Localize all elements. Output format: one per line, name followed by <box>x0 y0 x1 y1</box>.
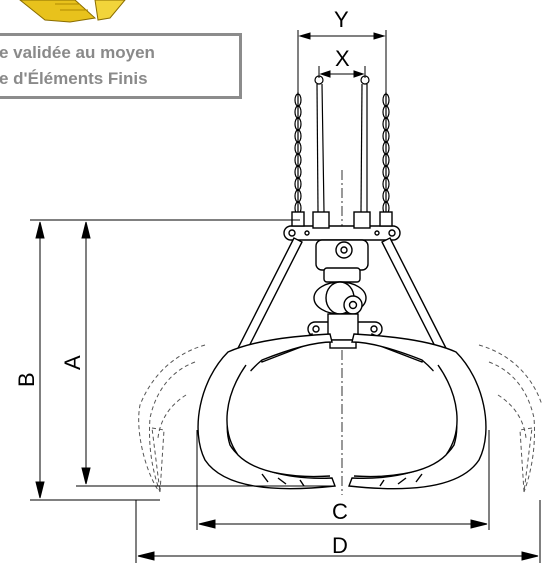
dimension-c <box>196 430 490 530</box>
left-chain <box>294 92 302 220</box>
right-chain <box>382 92 390 220</box>
validation-note-box: e validée au moyen e d'Éléments Finis <box>0 33 242 99</box>
dimension-b-label: B <box>14 372 39 387</box>
dimension-a-label: A <box>60 355 85 370</box>
dimension-y-label: Y <box>334 7 349 32</box>
validation-note-line-2: e d'Éléments Finis <box>0 69 148 88</box>
left-jaw <box>197 333 336 490</box>
right-jaw <box>348 333 487 490</box>
logo-fragment <box>19 0 126 23</box>
open-jaw-left-outline <box>138 344 206 493</box>
grapple-head <box>283 211 401 349</box>
dimension-b <box>30 219 300 501</box>
dimension-d <box>135 500 541 563</box>
dimension-d-label: D <box>332 533 348 558</box>
dimension-x <box>318 66 366 78</box>
dimension-x-label: X <box>335 46 350 71</box>
validation-note-line-1: e validée au moyen <box>0 43 155 62</box>
dimension-y <box>297 30 387 92</box>
dimension-a <box>76 221 335 487</box>
dimension-c-label: C <box>332 499 348 524</box>
open-jaw-right-outline <box>478 344 542 493</box>
